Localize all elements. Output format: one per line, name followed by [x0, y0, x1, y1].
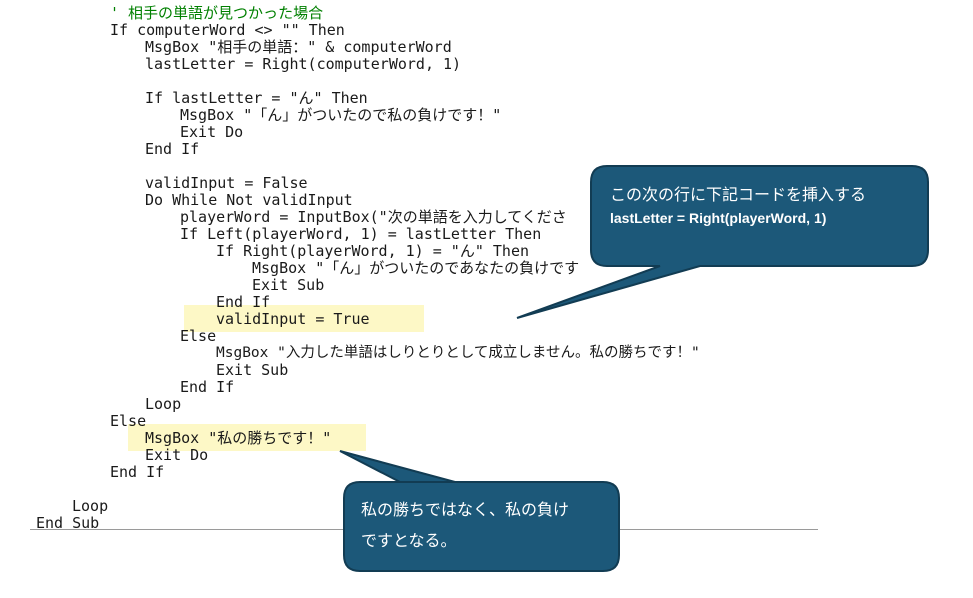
code-line-2: If computerWord <> "" Then	[110, 21, 345, 39]
highlight-msgbox-win	[128, 424, 366, 451]
code-line-22: Loop	[145, 395, 182, 413]
code-line-28: End Sub	[36, 514, 100, 532]
code-line-4: lastLetter = Right(computerWord, 1)	[145, 55, 462, 73]
highlight-validinput-true	[184, 305, 424, 332]
code-line-19: MsgBox "入力した単語はしりとりとして成立しません。私の勝ちです！"	[216, 345, 700, 361]
code-line-26: End If	[110, 463, 165, 481]
code-line-8: End If	[145, 140, 200, 158]
code-line-6: MsgBox "「ん」がついたので私の負けです！"	[180, 106, 502, 124]
code-line-13: If Right(playerWord, 1) = "ん" Then	[216, 242, 530, 260]
code-line-20: Exit Sub	[216, 361, 289, 379]
code-line-10: Do While Not validInput	[145, 191, 353, 209]
code-line-5: If lastLetter = "ん" Then	[145, 89, 368, 107]
code-line-7: Exit Do	[180, 123, 244, 141]
code-line-23: Else	[110, 412, 147, 430]
code-line-11: playerWord = InputBox("次の単語を入力してくださ	[180, 208, 567, 226]
code-line-3: MsgBox "相手の単語：" & computerWord	[145, 38, 452, 56]
code-line-9: validInput = False	[145, 174, 308, 192]
code-line-24: MsgBox "私の勝ちです！"	[145, 429, 332, 447]
code-line-1: ' 相手の単語が見つかった場合	[110, 4, 324, 22]
code-line-21: End If	[180, 378, 235, 396]
code-line-15: Exit Sub	[252, 276, 325, 294]
bottom-rule	[30, 529, 818, 530]
code-line-25: Exit Do	[145, 446, 209, 464]
code-line-18: Else	[180, 327, 217, 345]
code-line-17: validInput = True	[216, 310, 370, 328]
code-line-16: End If	[216, 293, 271, 311]
code-line-14: MsgBox "「ん」がついたのであなたの負けです	[252, 259, 580, 277]
code-line-12: If Left(playerWord, 1) = lastLetter Then	[180, 225, 542, 243]
code-line-27: Loop	[72, 497, 109, 515]
